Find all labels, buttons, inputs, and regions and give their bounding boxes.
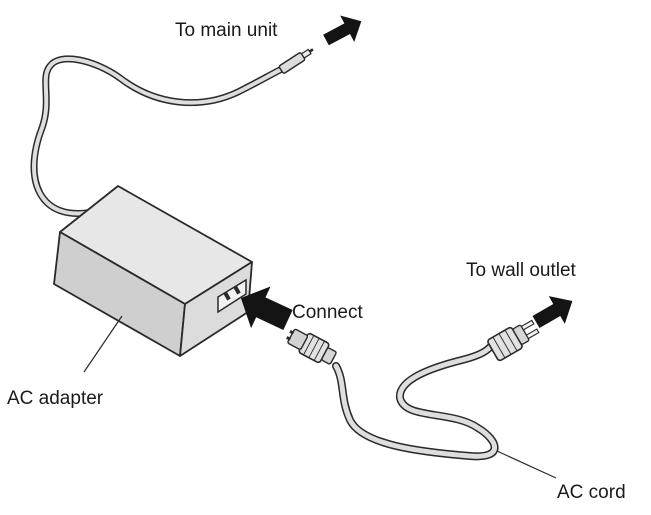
label-to-wall-outlet: To wall outlet: [466, 260, 577, 281]
ac-cord-core: [333, 342, 497, 459]
wall-plug: [487, 319, 540, 362]
ac-cord-connector: [286, 328, 337, 365]
leader-ac-cord: [496, 450, 557, 479]
label-to-main-unit: To main unit: [175, 20, 278, 41]
arrow-to-main-unit-icon: [323, 15, 362, 46]
arrow-connect-icon: [240, 286, 293, 330]
ac-cord: [332, 341, 499, 461]
dc-cable-outline: [30, 55, 292, 217]
label-ac-cord: AC cord: [557, 482, 626, 503]
dc-cable-core: [32, 56, 290, 216]
arrow-to-wall-outlet-icon: [532, 296, 573, 329]
dc-cable: [30, 55, 292, 217]
label-connect: Connect: [292, 302, 363, 323]
dc-plug: [278, 48, 314, 74]
leader-ac-adapter: [83, 315, 123, 373]
label-ac-adapter: AC adapter: [7, 388, 104, 409]
ac-adapter-box: [53, 185, 253, 357]
ac-cord-outline: [332, 341, 499, 461]
